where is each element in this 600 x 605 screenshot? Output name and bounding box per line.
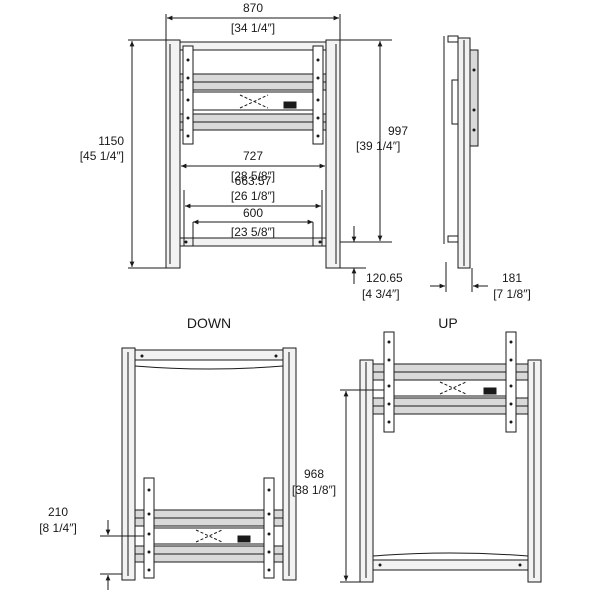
- up-left-arm: [383, 331, 395, 433]
- front-right-upright: [325, 39, 341, 269]
- side-arm: [469, 49, 479, 147]
- front-level-mark: [283, 101, 297, 109]
- up-view-title: UP: [438, 315, 457, 331]
- front-view: [128, 14, 392, 284]
- vesa-outer-in-label: [28 5/8″]: [231, 169, 275, 183]
- up-view: [340, 331, 542, 583]
- down-bracket-plate: [147, 527, 271, 545]
- vesa-inner-mm-label: 600: [243, 206, 263, 220]
- width-in-label: [34 1/4″]: [231, 21, 275, 35]
- vesa-outer-mm-label: 727: [243, 149, 263, 163]
- front-left-upright: [165, 39, 181, 269]
- down-view: [100, 347, 297, 590]
- up-view-labels: UP 968 [38 1/8″]: [292, 315, 458, 497]
- down-offset-in-label: [8 1/4″]: [39, 521, 77, 535]
- rail-height-mm-label: 997: [388, 124, 408, 138]
- height-in-label: [45 1/4″]: [80, 149, 124, 163]
- front-left-arm: [182, 45, 194, 145]
- front-bracket-plate: [189, 91, 317, 111]
- up-height-in-label: [38 1/8″]: [292, 483, 336, 497]
- vesa-mid-mm-label: 663.57: [235, 174, 272, 188]
- depth-mm-label: 181: [502, 271, 522, 285]
- height-mm-label: 1150: [98, 134, 124, 148]
- down-view-labels: DOWN 210 [8 1/4″]: [39, 315, 231, 535]
- up-bottom-curve: [372, 552, 529, 557]
- depth-in-label: [7 1/8″]: [493, 287, 531, 301]
- vesa-mid-in-label: [26 1/8″]: [231, 189, 275, 203]
- down-top-curve: [134, 365, 284, 370]
- up-right-arm: [505, 331, 517, 433]
- up-height-mm-label: 968: [304, 467, 324, 481]
- vesa-inner-in-label: [23 5/8″]: [231, 225, 275, 239]
- down-right-arm: [263, 477, 275, 579]
- front-view-labels: 870 [34 1/4″] 1150 [45 1/4″] 997 [39 1/4…: [80, 1, 409, 301]
- front-top-cap: [179, 41, 327, 51]
- side-view-labels: 181 [7 1/8″]: [493, 271, 531, 301]
- down-left-arm: [143, 477, 155, 579]
- width-mm-label: 870: [243, 1, 263, 15]
- down-view-title: DOWN: [187, 315, 231, 331]
- floor-offset-in-label: [4 3/4″]: [362, 287, 400, 301]
- side-view: [430, 35, 488, 292]
- down-top-cap: [134, 349, 284, 361]
- rail-height-in-label: [39 1/4″]: [356, 139, 400, 153]
- floor-offset-mm-label: 120.65: [366, 271, 403, 285]
- front-right-arm: [312, 45, 324, 145]
- side-bracket: [451, 79, 459, 125]
- up-bottom-bar: [372, 559, 529, 571]
- down-offset-mm-label: 210: [48, 505, 68, 519]
- front-bottom-bar: [179, 237, 327, 247]
